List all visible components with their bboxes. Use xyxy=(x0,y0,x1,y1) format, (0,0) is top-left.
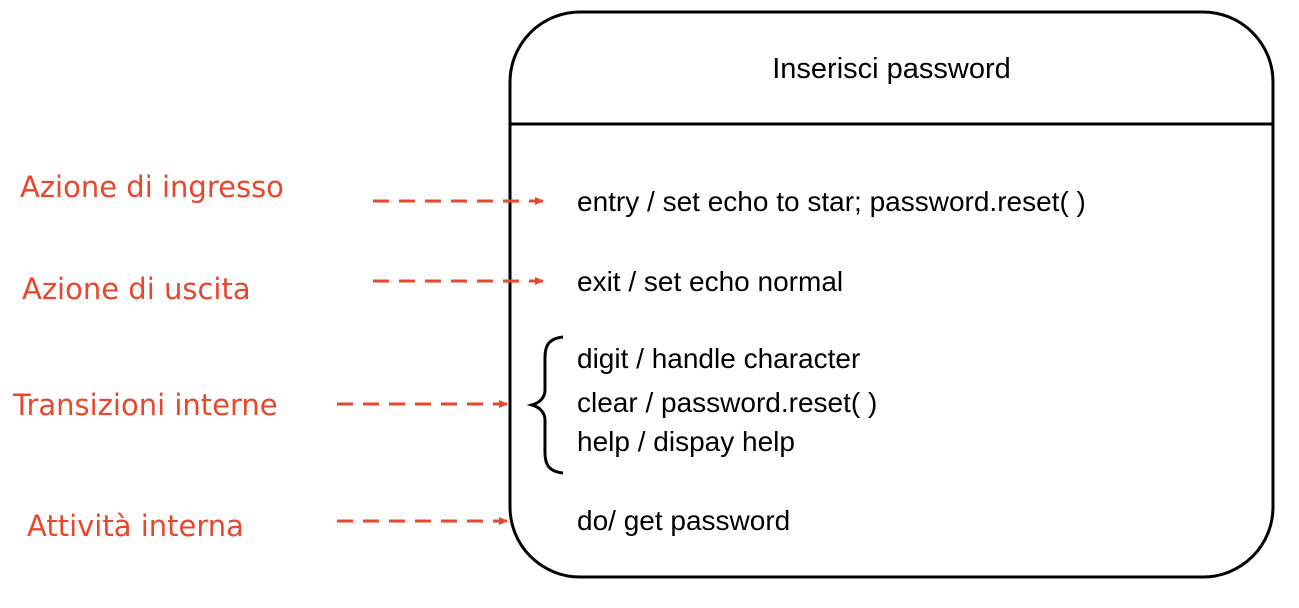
annotation-internal-transitions-label: Transizioni interne xyxy=(13,388,278,422)
internal-transitions-brace xyxy=(526,335,564,475)
do-activity: do/ get password xyxy=(577,505,791,536)
state-box xyxy=(508,10,1275,579)
annotation-entry-label: Azione di ingresso xyxy=(20,170,284,204)
exit-action: exit / set echo normal xyxy=(577,266,844,297)
entry-action: entry / set echo to star; password.reset… xyxy=(577,186,1086,217)
annotation-internal-activity-label: Attività interna xyxy=(27,509,244,543)
internal-transition-item: digit / handle character xyxy=(577,343,861,374)
annotation-exit-label: Azione di uscita xyxy=(22,272,251,306)
internal-transition-item: help / dispay help xyxy=(577,426,795,457)
internal-transition-item: clear / password.reset( ) xyxy=(577,387,878,418)
state-name: Inserisci password xyxy=(772,53,1011,85)
